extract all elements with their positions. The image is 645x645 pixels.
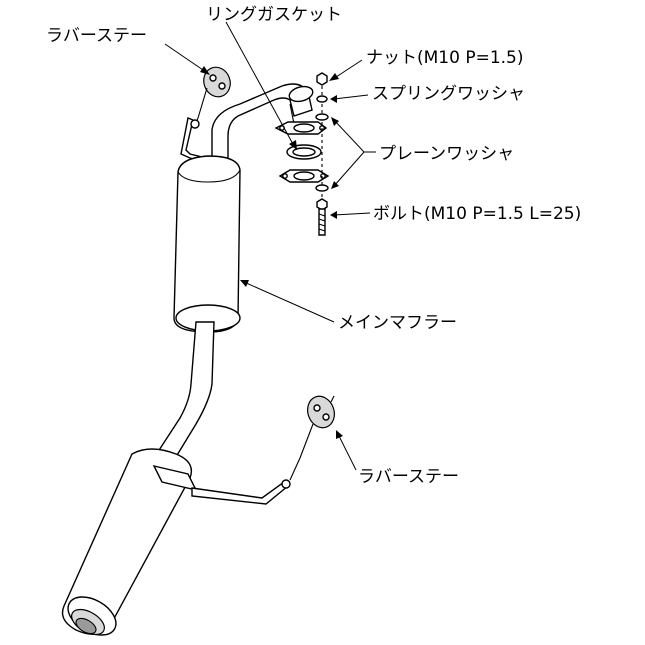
tail-muffler-part bbox=[61, 448, 193, 636]
spring-washer-part bbox=[316, 95, 328, 103]
label-rubber-stay-bottom: ラバーステー bbox=[358, 467, 459, 487]
label-nut: ナット(M10 P=1.5) bbox=[366, 48, 524, 68]
label-ring-gasket: リングガスケット bbox=[206, 5, 342, 25]
main-muffler-part bbox=[173, 155, 241, 333]
pipe-flange-lower bbox=[278, 169, 330, 183]
bolt-part bbox=[316, 198, 328, 236]
inlet-pipe bbox=[211, 83, 314, 163]
nut-part bbox=[316, 72, 328, 86]
rubber-stay-bottom-part bbox=[289, 395, 335, 481]
pipe-flange-upper bbox=[274, 121, 328, 135]
label-plain-washer: プレーンワッシャ bbox=[379, 144, 514, 164]
mid-pipe bbox=[148, 321, 215, 471]
hanger-rod-bottom bbox=[152, 464, 291, 505]
label-bolt: ボルト(M10 P=1.5 L=25) bbox=[373, 204, 581, 224]
label-rubber-stay-top: ラバーステー bbox=[46, 26, 147, 46]
label-spring-washer: スプリングワッシャ bbox=[372, 84, 525, 104]
plain-washer-part bbox=[315, 113, 329, 192]
ring-gasket-part bbox=[286, 144, 322, 160]
leader-lines bbox=[164, 21, 376, 471]
label-main-muffler: メインマフラー bbox=[338, 313, 457, 333]
